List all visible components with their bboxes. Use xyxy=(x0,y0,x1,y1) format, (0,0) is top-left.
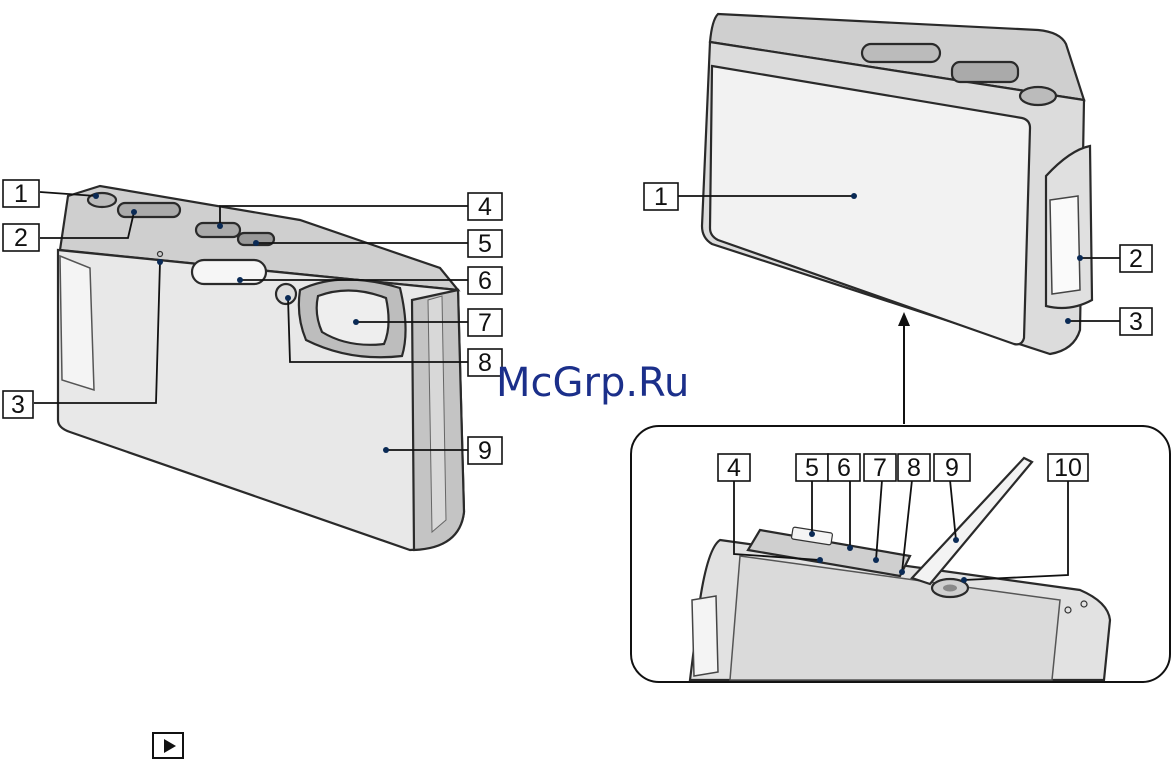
svg-text:7: 7 xyxy=(478,309,492,337)
svg-text:4: 4 xyxy=(727,454,741,482)
svg-text:6: 6 xyxy=(837,454,851,482)
rear-label-1: 1 xyxy=(644,183,678,211)
bottom-label-5: 5 xyxy=(796,454,828,482)
svg-text:6: 6 xyxy=(478,267,492,295)
bottom-label-8: 8 xyxy=(898,454,930,482)
bottom-label-10: 10 xyxy=(1048,454,1088,482)
svg-text:9: 9 xyxy=(945,454,959,482)
svg-text:3: 3 xyxy=(1129,308,1143,336)
front-camera-illustration xyxy=(58,186,464,550)
front-label-2: 2 xyxy=(3,224,39,252)
view-arrow xyxy=(898,312,910,424)
svg-text:1: 1 xyxy=(654,183,668,211)
play-button[interactable] xyxy=(152,732,184,759)
front-label-7: 7 xyxy=(468,309,502,337)
svg-text:5: 5 xyxy=(805,454,819,482)
rear-camera-illustration xyxy=(702,14,1092,354)
svg-text:8: 8 xyxy=(907,454,921,482)
svg-text:2: 2 xyxy=(1129,245,1143,273)
bottom-label-7: 7 xyxy=(864,454,896,482)
watermark: McGrp.Ru xyxy=(496,360,689,406)
svg-text:9: 9 xyxy=(478,437,492,465)
play-icon xyxy=(164,739,176,753)
front-label-1: 1 xyxy=(3,180,39,208)
svg-text:8: 8 xyxy=(478,349,492,377)
svg-text:4: 4 xyxy=(478,193,492,221)
svg-text:3: 3 xyxy=(11,391,25,419)
bottom-label-4: 4 xyxy=(718,454,750,482)
svg-text:5: 5 xyxy=(478,230,492,258)
svg-text:1: 1 xyxy=(14,180,28,208)
front-label-3: 3 xyxy=(3,391,33,419)
front-label-5: 5 xyxy=(468,230,502,258)
front-label-9: 9 xyxy=(468,437,502,465)
front-label-6: 6 xyxy=(468,267,502,295)
rear-label-2: 2 xyxy=(1120,245,1152,273)
front-label-4: 4 xyxy=(468,193,502,221)
bottom-label-6: 6 xyxy=(828,454,860,482)
svg-text:2: 2 xyxy=(14,224,28,252)
bottom-label-9: 9 xyxy=(934,454,970,482)
svg-text:10: 10 xyxy=(1054,454,1082,482)
svg-text:7: 7 xyxy=(873,454,887,482)
rear-label-3: 3 xyxy=(1120,308,1152,336)
